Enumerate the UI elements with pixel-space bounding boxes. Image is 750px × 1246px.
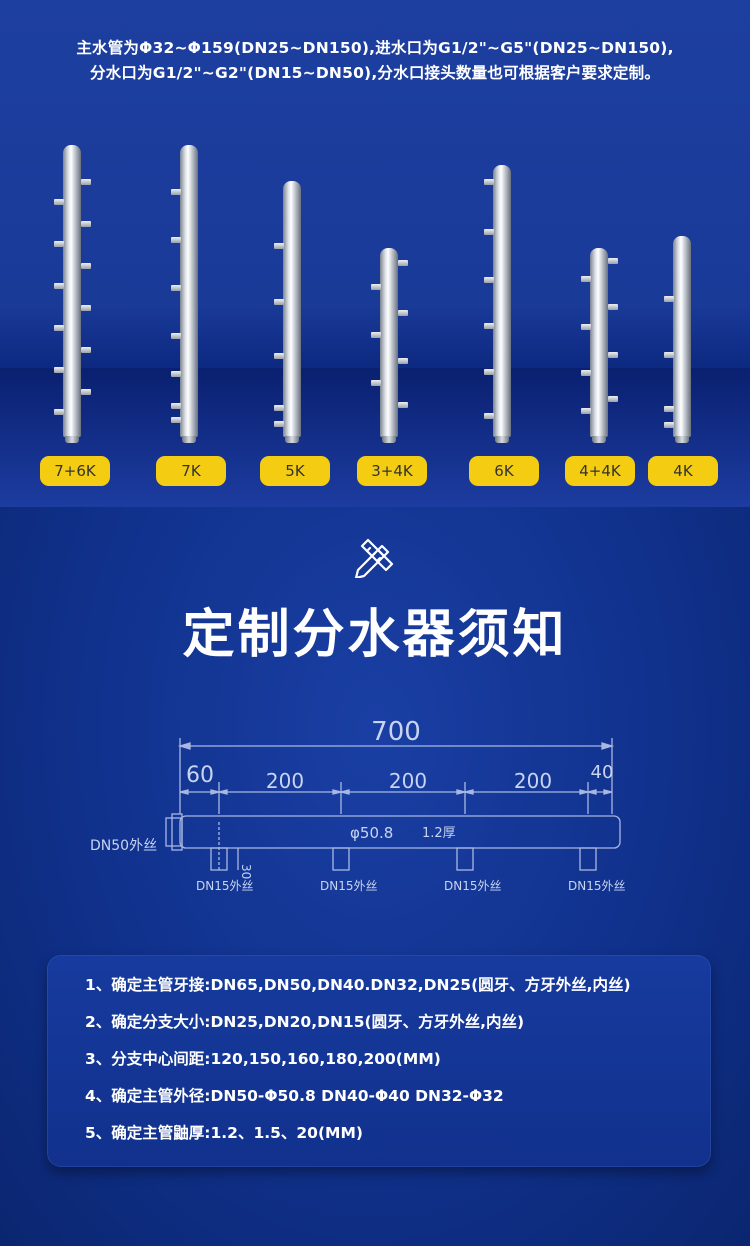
badge-label: 4K (673, 462, 693, 480)
inlet-label: DN50外丝 (90, 838, 157, 854)
dimension-seg-1: 60 (186, 763, 214, 788)
requirement-item: 1、确定主管牙接:DN65,DN50,DN40.DN32,DN25(圆牙、方牙外… (85, 976, 631, 994)
requirements-list: 1、确定主管牙接:DN65,DN50,DN40.DN32,DN25(圆牙、方牙外… (85, 967, 631, 1152)
requirements-panel: 1、确定主管牙接:DN65,DN50,DN40.DN32,DN25(圆牙、方牙外… (47, 955, 711, 1167)
display-floor (0, 368, 750, 507)
branch-label-4: DN15外丝 (568, 879, 626, 893)
dimension-seg-4: 200 (514, 769, 552, 793)
pipe-thickness: 1.2厚 (422, 826, 456, 841)
product-badge: 5K (260, 456, 330, 486)
product-badge: 3+4K (357, 456, 427, 486)
badge-label: 6K (494, 462, 514, 480)
branch-height: 30 (239, 864, 253, 879)
manifold-pipe-7k (171, 145, 198, 443)
dimension-seg-5: 40 (591, 762, 614, 783)
intro-line-1: 主水管为Φ32~Φ159(DN25~DN150),进水口为G1/2"~G5"(D… (76, 39, 674, 57)
drawing-svg: 700 60 200 200 200 40 DN50外丝 φ50.8 1.2厚 … (90, 717, 626, 893)
pipe-spec: φ50.8 (350, 824, 393, 842)
product-showcase: 主水管为Φ32~Φ159(DN25~DN150),进水口为G1/2"~G5"(D… (0, 0, 750, 507)
manifold-pipe-3-4k (371, 248, 408, 443)
manifold-pipe-5k (274, 181, 301, 443)
badge-label: 5K (285, 462, 305, 480)
badge-label: 3+4K (371, 462, 413, 480)
branch-label-1: DN15外丝 (196, 879, 254, 893)
product-badge: 7K (156, 456, 226, 486)
intro-line-2: 分水口为G1/2"~G2"(DN15~DN50),分水口接头数量也可根据客户要求… (89, 64, 661, 82)
requirement-item: 4、确定主管外径:DN50-Φ50.8 DN40-Φ40 DN32-Φ32 (85, 1087, 504, 1105)
badge-label: 7+6K (54, 462, 96, 480)
manifold-pipe-6k (484, 165, 511, 443)
requirement-item: 3、分支中心间距:120,150,160,180,200(MM) (85, 1050, 441, 1068)
pencil-ruler-icon (354, 538, 394, 578)
requirement-item: 2、确定分支大小:DN25,DN20,DN15(圆牙、方牙外丝,内丝) (85, 1013, 525, 1031)
manifold-pipe-7-6k (54, 145, 91, 443)
intro-text: 主水管为Φ32~Φ159(DN25~DN150),进水口为G1/2"~G5"(D… (0, 36, 750, 86)
manifold-pipe-4-4k (581, 248, 618, 443)
branch-label-3: DN15外丝 (444, 879, 502, 893)
product-badge: 4K (648, 456, 718, 486)
branch-label-2: DN15外丝 (320, 879, 378, 893)
product-badge: 7+6K (40, 456, 110, 486)
requirement-item: 5、确定主管鼬厚:1.2、1.5、20(MM) (85, 1124, 363, 1142)
badge-label: 7K (181, 462, 201, 480)
dimension-total: 700 (371, 717, 421, 747)
product-badge: 4+4K (565, 456, 635, 486)
page-heading: 定制分水器须知 (182, 605, 568, 665)
manifold-pipe-4k (664, 236, 691, 443)
dimension-seg-3: 200 (389, 769, 427, 793)
dimension-seg-2: 200 (266, 769, 304, 793)
product-badge: 6K (469, 456, 539, 486)
badge-label: 4+4K (579, 462, 621, 480)
technical-drawing: 700 60 200 200 200 40 DN50外丝 φ50.8 1.2厚 … (80, 710, 660, 914)
